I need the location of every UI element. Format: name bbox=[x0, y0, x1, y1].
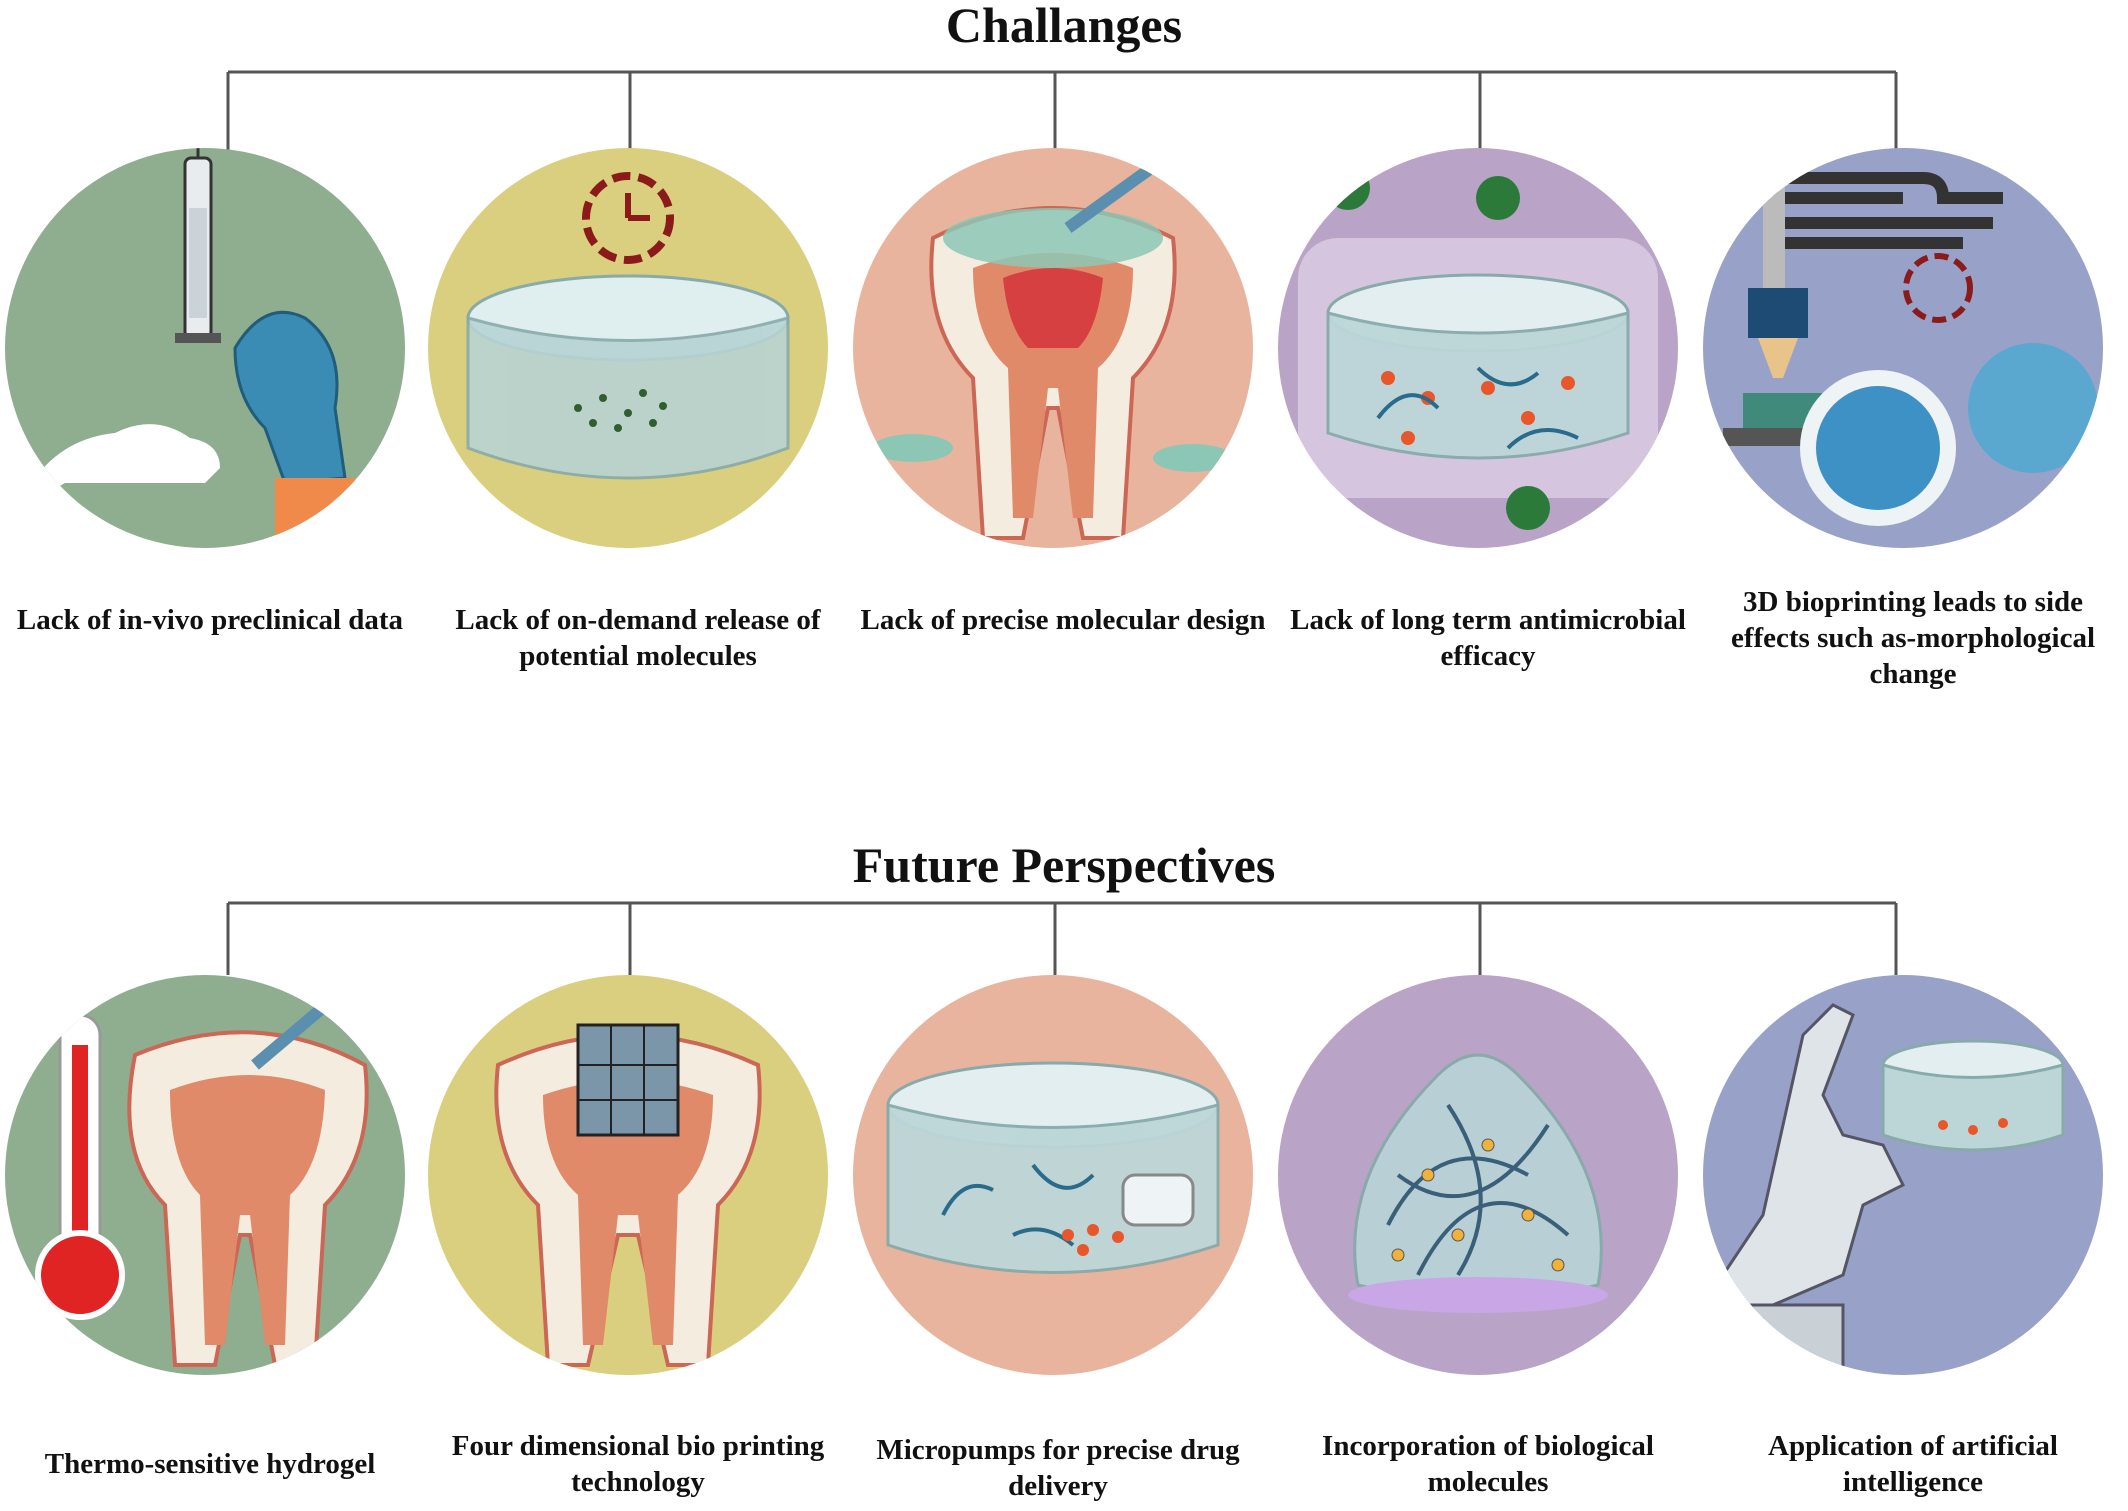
challenge-circle-4 bbox=[1278, 148, 1678, 548]
perspective-circle-4 bbox=[1278, 975, 1678, 1375]
challenge-label-5: 3D bioprinting leads to side effects suc… bbox=[1730, 586, 2096, 690]
tooth-scaffold-icon bbox=[428, 975, 828, 1375]
robot-hand-icon bbox=[1703, 975, 2103, 1375]
challenge-label-3: Lack of precise molecular design bbox=[860, 604, 1266, 636]
hydrogel-bacteria-icon bbox=[1278, 148, 1678, 548]
challenge-label-1: Lack of in-vivo preclinical data bbox=[16, 604, 404, 636]
perspective-circle-2 bbox=[428, 975, 828, 1375]
hydrogel-clock-icon bbox=[428, 148, 828, 548]
perspective-label-3: Micropumps for precise drug delivery bbox=[876, 1434, 1240, 1502]
perspective-circle-1 bbox=[5, 975, 405, 1375]
perspective-label-2: Four dimensional bio printing technology bbox=[451, 1430, 825, 1498]
biomolecule-gel-icon bbox=[1278, 975, 1678, 1375]
challenge-circle-5 bbox=[1703, 148, 2103, 548]
challenges-title: Challanges bbox=[945, 0, 1183, 53]
bioprinter-icon bbox=[1703, 148, 2103, 548]
tooth-injection-icon bbox=[853, 148, 1253, 548]
challenge-label-4: Lack of long term antimicrobial efficacy bbox=[1290, 604, 1686, 672]
syringe-mouse-icon bbox=[5, 148, 405, 548]
challenge-circle-2 bbox=[428, 148, 828, 548]
hydrogel-micropump-icon bbox=[853, 975, 1253, 1375]
challenge-circle-1 bbox=[5, 148, 405, 548]
perspective-label-4: Incorporation of biological molecules bbox=[1322, 1430, 1654, 1498]
perspective-label-1: Thermo-sensitive hydrogel bbox=[44, 1448, 376, 1480]
thermometer-tooth-icon bbox=[5, 975, 405, 1375]
challenge-circle-3 bbox=[853, 148, 1253, 548]
challenge-label-2: Lack of on-demand release of potential m… bbox=[455, 604, 821, 672]
perspectives-title: Future Perspectives bbox=[852, 837, 1276, 893]
perspective-circle-5 bbox=[1703, 975, 2103, 1375]
perspective-circle-3 bbox=[853, 975, 1253, 1375]
perspective-label-5: Application of artificial intelligence bbox=[1768, 1430, 2058, 1498]
